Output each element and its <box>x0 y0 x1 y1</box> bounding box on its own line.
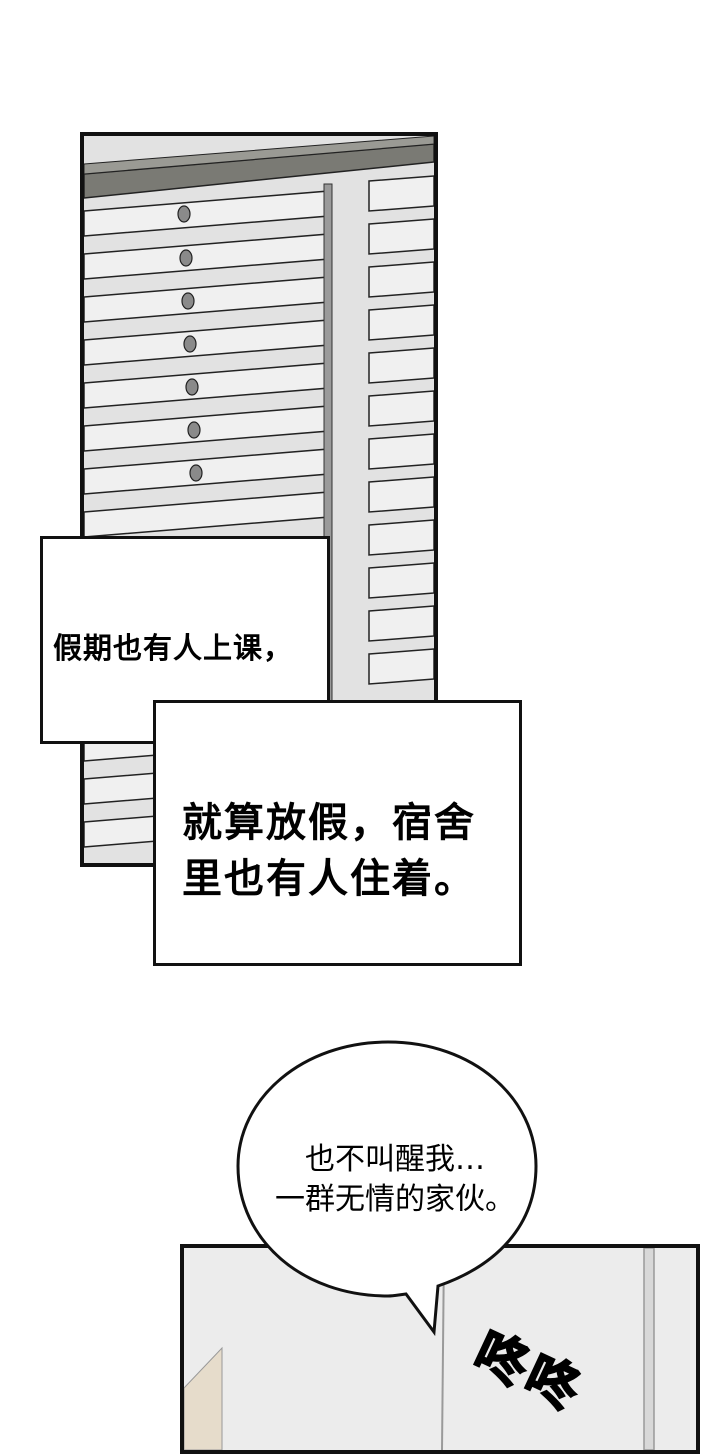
narration-text: 假期也有人上课， <box>53 631 294 665</box>
narration-line: 就算放假，宿舍 <box>182 800 476 846</box>
speech-bubble <box>236 1040 538 1336</box>
narration-text: 就算放假，宿舍 里也有人住着。 <box>182 795 476 907</box>
speech-bubble-text: 也不叫醒我… 一群无情的家伙。 <box>250 1140 540 1220</box>
speech-line: 也不叫醒我… <box>305 1142 485 1177</box>
narration-caption-box: 就算放假，宿舍 里也有人住着。 <box>153 700 522 966</box>
speech-line: 一群无情的家伙。 <box>275 1182 515 1217</box>
narration-line: 里也有人住着。 <box>182 856 476 902</box>
